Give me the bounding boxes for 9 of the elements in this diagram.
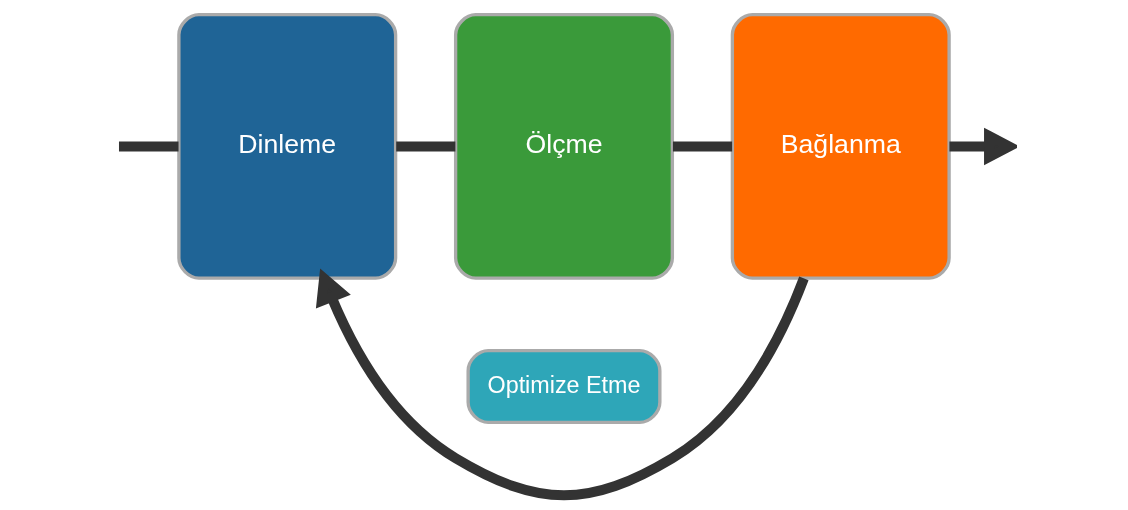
node-box: Dinleme [177, 13, 398, 280]
connector [119, 141, 179, 152]
arrow [949, 127, 1017, 166]
node-box: Optimize Etme [466, 348, 662, 424]
connector [396, 141, 456, 152]
connector [672, 141, 733, 152]
node-box: Bağlanma [730, 13, 951, 280]
node-box: Ölçme [453, 13, 675, 280]
arrow [315, 268, 809, 501]
